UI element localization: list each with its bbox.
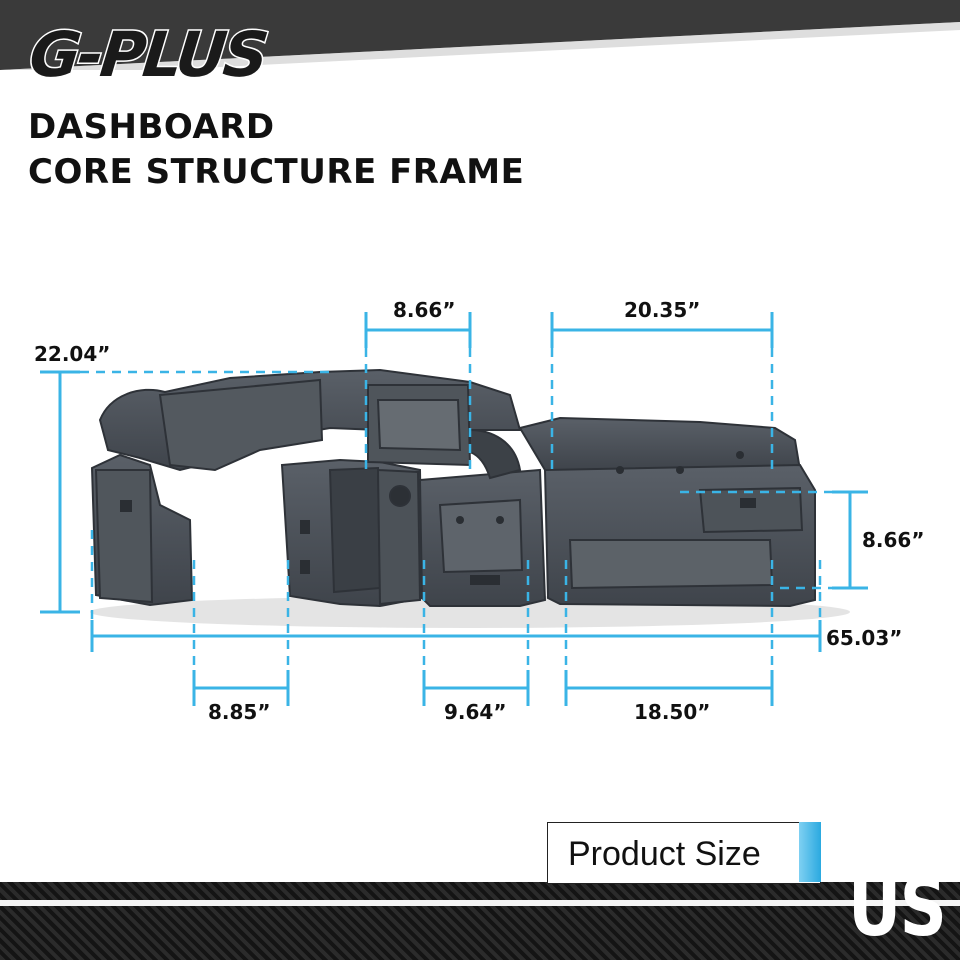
- product-title-line2: CORE STRUCTURE FRAME: [28, 152, 525, 192]
- dim-bottom-center: 9.64”: [444, 700, 507, 724]
- badge-accent: [799, 822, 821, 882]
- carbon-fiber-band: [0, 882, 960, 960]
- product-title-line1: DASHBOARD: [28, 107, 275, 147]
- dim-top-center: 8.66”: [393, 298, 456, 322]
- dim-top-right: 20.35”: [624, 298, 701, 322]
- product-size-badge: Product Size: [547, 822, 821, 884]
- dimension-guides: [80, 348, 832, 670]
- frame-details: [120, 451, 756, 585]
- footer-stripe: [0, 900, 960, 906]
- dim-overall-height: 22.04”: [34, 342, 111, 366]
- region-badge: US: [848, 861, 947, 954]
- dim-overall-width: 65.03”: [826, 626, 903, 650]
- dim-bottom-left: 8.85”: [208, 700, 271, 724]
- dim-right-depth: 8.66”: [862, 528, 925, 552]
- product-size-label: Product Size: [568, 835, 761, 873]
- dashboard-frame: [90, 368, 816, 608]
- header-band: [0, 0, 960, 70]
- dim-bottom-right: 18.50”: [634, 700, 711, 724]
- dimension-lines: [40, 312, 868, 706]
